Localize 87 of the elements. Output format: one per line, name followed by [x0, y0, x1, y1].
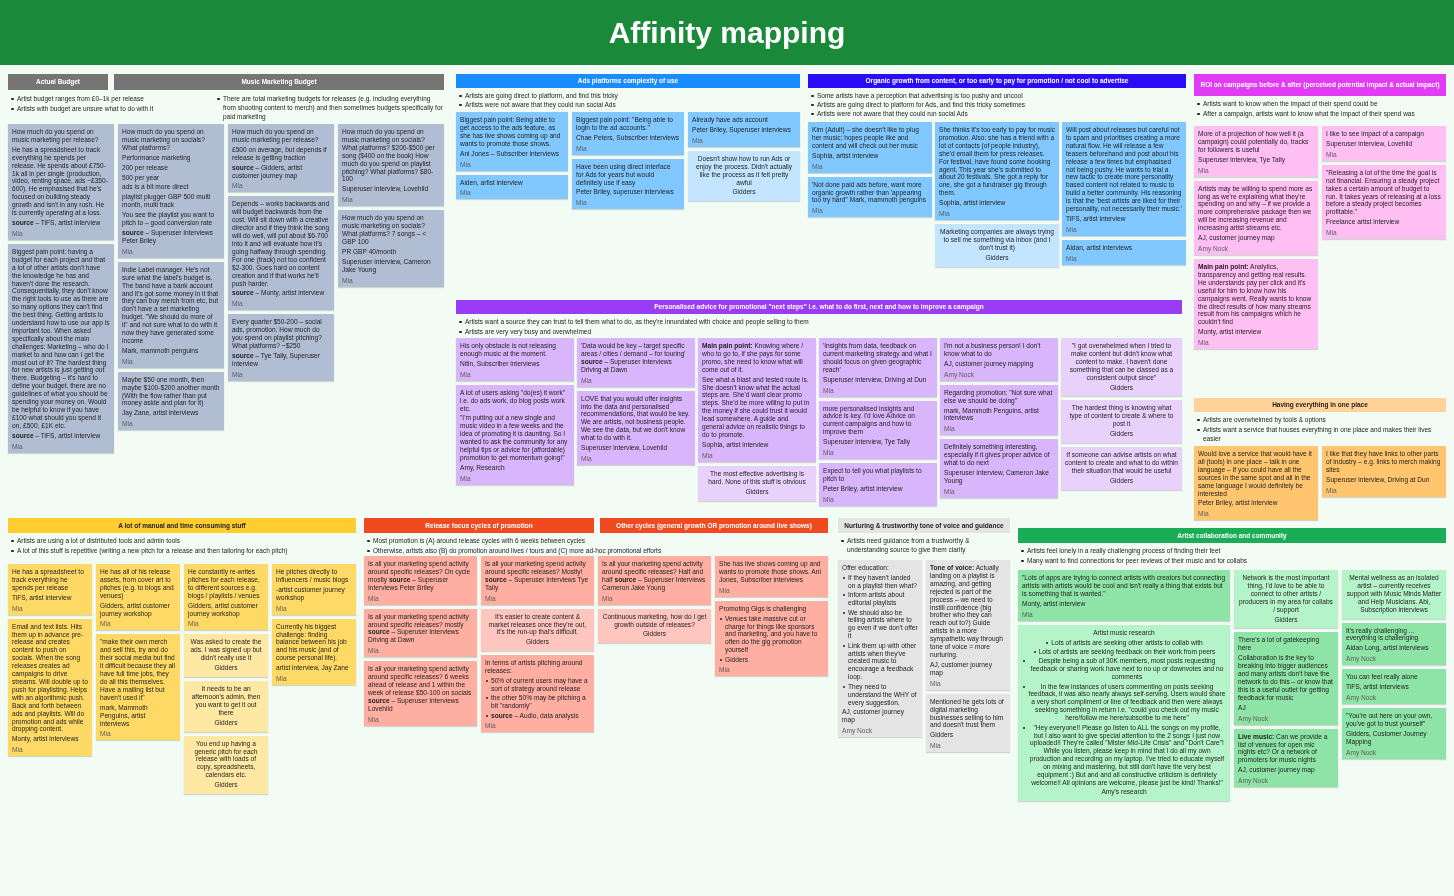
cluster-header: [8, 74, 108, 90]
sticky-note: [228, 124, 334, 193]
sticky-note: [572, 112, 684, 155]
sticky-note: [272, 618, 356, 686]
sticky-note: [364, 661, 477, 726]
sticky-note: [688, 112, 800, 147]
sticky-note: [1018, 624, 1230, 802]
sticky-note: [1322, 126, 1446, 161]
cluster-header: [364, 518, 594, 533]
cluster-header: [114, 74, 444, 90]
sticky-note: [456, 384, 574, 485]
sticky-note: [228, 196, 334, 311]
sticky-note: [819, 338, 937, 397]
sticky-note: [96, 634, 180, 741]
sticky-note: [96, 564, 180, 631]
sticky-note: [1322, 446, 1446, 497]
sticky-note: [456, 112, 568, 171]
sticky-note: [1061, 338, 1182, 397]
sticky-note: [272, 564, 356, 615]
sticky-note: [1062, 122, 1186, 236]
sticky-note: [926, 693, 1010, 753]
sticky-note: [456, 174, 568, 200]
sticky-note: [481, 556, 594, 605]
sticky-note: [1061, 447, 1182, 490]
sticky-note: [118, 124, 224, 258]
page-title: Affinity mapping: [608, 15, 846, 50]
sticky-note: [688, 150, 800, 202]
cluster-header: [1194, 398, 1446, 412]
cluster-header: [600, 518, 828, 533]
sticky-note: [184, 634, 268, 678]
cluster-header: [456, 74, 800, 88]
sticky-note: [819, 400, 937, 460]
sticky-note: [118, 371, 224, 431]
sticky-note: [184, 564, 268, 631]
sticky-note: [1194, 180, 1318, 255]
sticky-note: [184, 681, 268, 732]
sticky-note: [1194, 446, 1318, 521]
sticky-note: [1342, 622, 1446, 666]
sticky-note: [940, 338, 1058, 381]
sticky-note: [715, 556, 828, 597]
cluster-header: [456, 300, 1182, 314]
cluster-header: [1018, 528, 1446, 543]
sticky-note: [1234, 632, 1338, 725]
cluster-header: [8, 518, 356, 533]
sticky-note: [698, 465, 816, 501]
sticky-note: [1061, 400, 1182, 444]
sticky-note: [598, 556, 711, 605]
sticky-note: [1194, 258, 1318, 350]
sticky-note: [8, 564, 92, 615]
sticky-note: [808, 122, 932, 173]
sticky-note: [481, 608, 594, 652]
sticky-note: [1194, 126, 1318, 177]
sticky-note: [338, 210, 444, 287]
sticky-note: [1018, 570, 1230, 621]
sticky-note: [228, 314, 334, 381]
sticky-note: [715, 600, 828, 677]
sticky-note: [940, 439, 1058, 498]
sticky-note: [935, 122, 1059, 221]
sticky-note: [184, 735, 268, 795]
sticky-note: [935, 224, 1059, 267]
sticky-note: [1062, 239, 1186, 265]
sticky-note: [1322, 164, 1446, 240]
sticky-note: [808, 176, 932, 218]
sticky-note: [577, 390, 695, 465]
sticky-note: [456, 338, 574, 381]
sticky-note: [118, 261, 224, 368]
cluster-header: [1194, 74, 1446, 96]
sticky-note: [364, 556, 477, 605]
sticky-note: [1342, 708, 1446, 759]
sticky-note: [338, 124, 444, 207]
sticky-note: [926, 560, 1010, 690]
sticky-note: [364, 608, 477, 658]
sticky-note: [8, 618, 92, 757]
sticky-note: [572, 158, 684, 210]
sticky-note: [1342, 669, 1446, 705]
sticky-note: [1234, 570, 1338, 629]
sticky-note: [577, 338, 695, 387]
sticky-note: [698, 338, 816, 462]
sticky-note: [940, 384, 1058, 436]
cluster-header: [808, 74, 1186, 88]
sticky-note: [8, 124, 114, 240]
sticky-note: [838, 560, 922, 737]
sticky-note: [598, 608, 711, 644]
sticky-note: [1234, 728, 1338, 788]
sticky-note: [819, 463, 937, 506]
sticky-note: [481, 655, 594, 733]
sticky-note: [8, 243, 114, 453]
